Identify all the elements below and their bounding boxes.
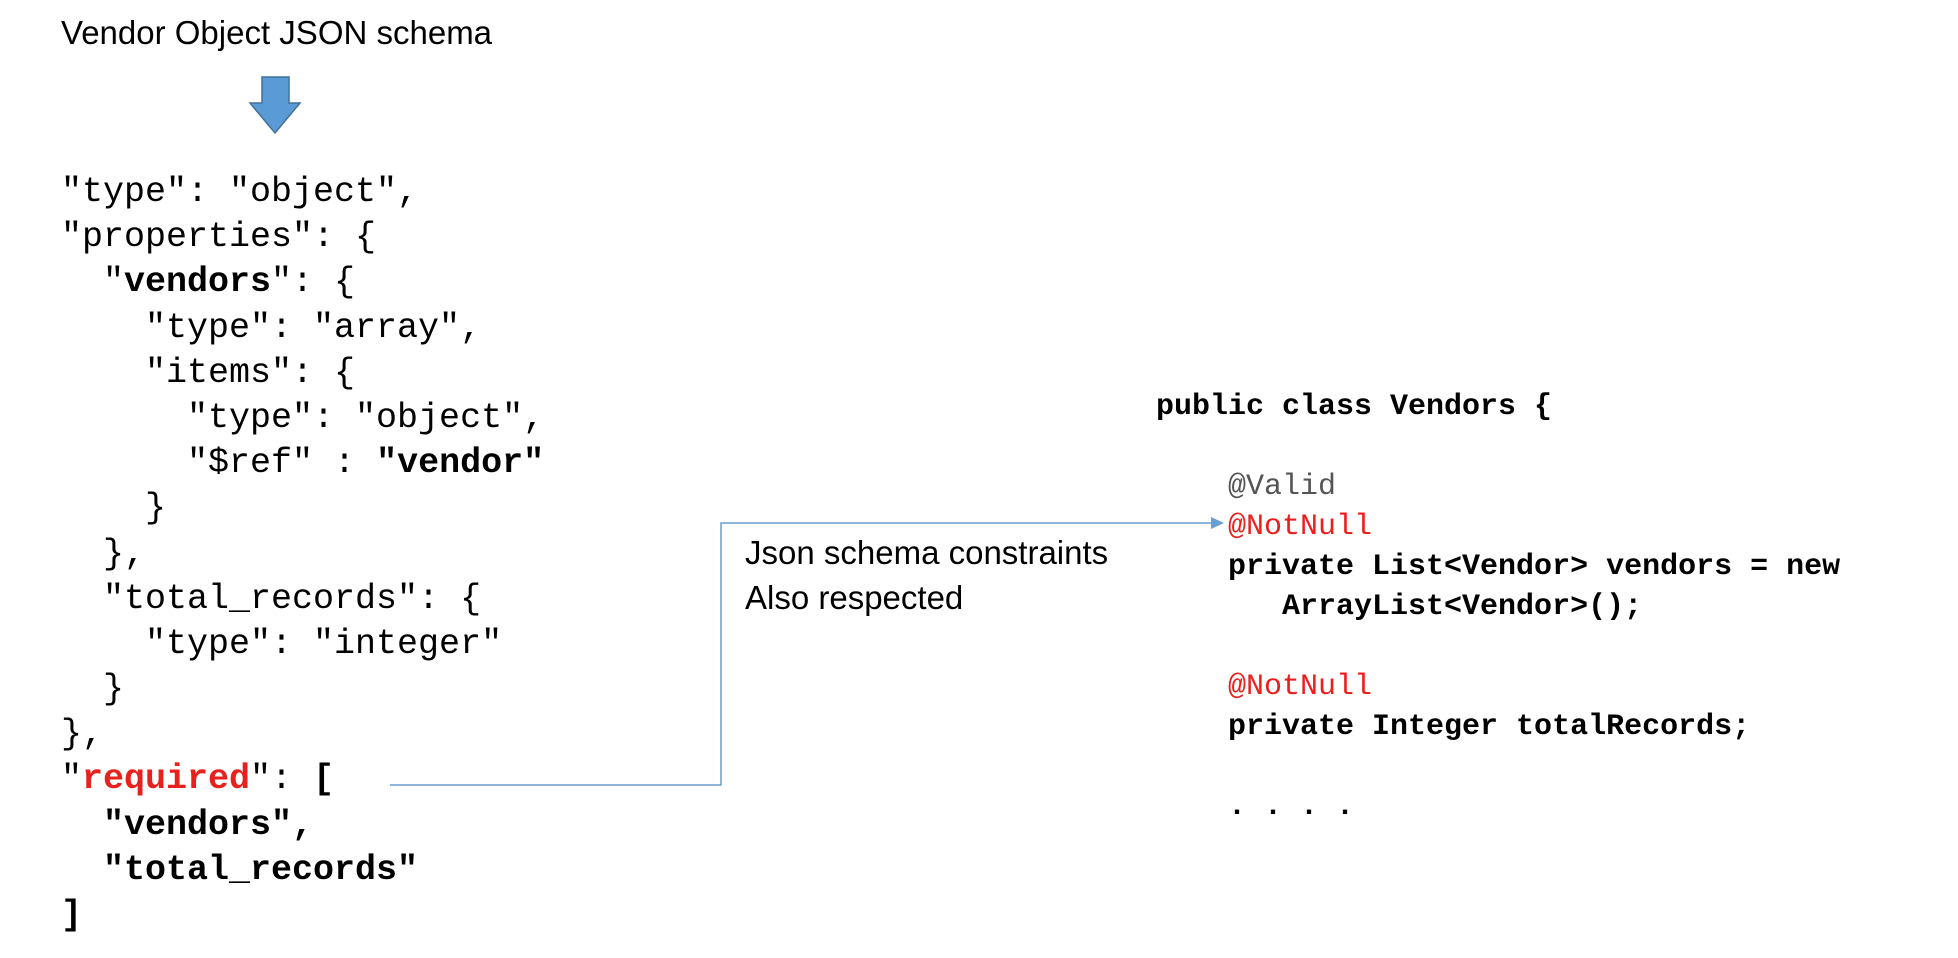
schema-line: "vendors", [61,803,544,848]
json-schema-code-block: "type": "object","properties": { "vendor… [61,170,544,938]
code-token: "type": "array", [61,307,482,348]
schema-line: "vendors": { [61,260,544,305]
java-line: @NotNull [1156,667,1840,707]
schema-line: "type": "object", [61,396,544,441]
code-token: "total_records" [61,849,419,890]
schema-line: "type": "array", [61,306,544,351]
schema-line: "total_records": { [61,577,544,622]
constraint-note-line-2: Also respected [745,579,964,616]
schema-line: }, [61,712,544,757]
schema-line: "properties": { [61,215,544,260]
java-line [1156,627,1840,667]
java-line: . . . . [1156,787,1840,827]
java-line: private List<Vendor> vendors = new [1156,547,1840,587]
code-token: }, [61,533,146,574]
java-line: @Valid [1156,467,1840,507]
constraint-note-line-1: Json schema constraints [745,534,1109,571]
code-token: ] [61,895,83,935]
java-line: private Integer totalRecords; [1156,707,1840,747]
schema-line: "items": { [61,351,544,396]
java-line: ArrayList<Vendor>(); [1156,587,1840,627]
code-token: public class Vendors { [1156,390,1553,424]
code-token: "type": "object", [61,397,545,438]
code-token: required [82,759,251,800]
required-connector-line [390,522,1213,786]
down-arrow-icon [248,76,302,135]
schema-line: ] [61,893,544,938]
code-token: "items": { [61,352,356,393]
schema-line: } [61,486,544,531]
code-token: private List<Vendor> vendors = new [1156,550,1841,584]
code-token: } [61,669,125,710]
code-token: vendors [124,262,272,303]
schema-line: } [61,667,544,712]
code-token: @NotNull [1156,670,1373,704]
code-token: private Integer totalRecords; [1156,710,1751,744]
code-token: @NotNull [1156,510,1373,544]
schema-line: "type": "object", [61,170,544,215]
java-line: public class Vendors { [1156,387,1840,427]
code-token: " [61,262,125,303]
java-line: @NotNull [1156,507,1840,547]
schema-line: "type": "integer" [61,622,544,667]
code-token: @Valid [1156,470,1337,504]
code-token: [ [313,759,335,800]
code-token: "$ref" : [61,443,377,484]
code-token: "vendors", [61,804,314,845]
java-line [1156,747,1840,787]
code-token: ": { [271,262,356,303]
schema-line: }, [61,532,544,577]
code-token: "vendor" [376,443,545,484]
diagram-title: Vendor Object JSON schema [61,14,493,51]
code-token: " [61,759,83,800]
code-token: }, [61,714,104,755]
code-token: } [61,488,167,529]
java-class-code-block: public class Vendors { @Valid @NotNull p… [1156,387,1840,827]
code-token: . . . . [1156,790,1355,824]
constraint-note: Json schema constraints Also respected [745,530,1108,620]
schema-line: "$ref" : "vendor" [61,441,544,486]
code-token: "properties": { [61,217,377,258]
code-token: "type": "integer" [61,623,503,664]
code-token: ": [250,759,314,800]
code-token: "total_records": { [61,578,482,619]
code-token: ArrayList<Vendor>(); [1156,590,1643,624]
code-token: "type": "object", [61,172,419,212]
connector-arrowhead-icon [1211,517,1224,529]
schema-line: "required": [ [61,757,544,802]
schema-line: "total_records" [61,848,544,893]
java-line [1156,427,1840,467]
